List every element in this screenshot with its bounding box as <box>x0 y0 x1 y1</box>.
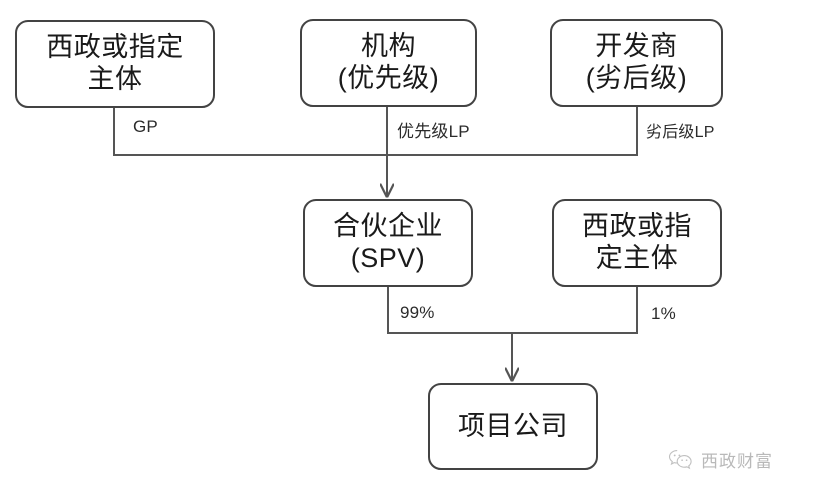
edge-label-senior-lp: 优先级LP <box>397 122 470 141</box>
edge-label-gp: GP <box>133 117 158 136</box>
node-developer[interactable]: 开发商 (劣后级) <box>550 19 723 107</box>
node-label-line1: 合伙企业 <box>333 211 443 242</box>
node-label-line2: 定主体 <box>595 243 679 273</box>
edge-label-one-percent: 1% <box>651 304 676 323</box>
edge-label-junior-lp: 劣后级LP <box>646 124 715 141</box>
wechat-icon <box>668 449 694 471</box>
node-label-line1: 西政或指 <box>582 211 692 242</box>
node-project-company[interactable]: 项目公司 <box>428 383 598 470</box>
node-gp-sponsor[interactable]: 西政或指定 主体 <box>15 20 215 108</box>
node-label-line1: 机构 <box>361 31 416 62</box>
node-spv[interactable]: 合伙企业 (SPV) <box>303 199 473 287</box>
node-label-line2: (优先级) <box>337 63 440 93</box>
edge-label-ninety-nine-percent: 99% <box>400 303 435 322</box>
node-label-line2: 主体 <box>87 64 143 94</box>
node-label-line1: 西政或指定 <box>46 32 184 63</box>
watermark: 西政财富 <box>668 447 773 472</box>
watermark-text: 西政财富 <box>701 452 773 471</box>
node-label-line2: (劣后级) <box>585 63 688 93</box>
node-institution[interactable]: 机构 (优先级) <box>300 19 477 107</box>
node-label-line1: 项目公司 <box>458 410 568 441</box>
node-label-line2: (SPV) <box>350 243 426 273</box>
node-sponsor-2[interactable]: 西政或指 定主体 <box>552 199 722 287</box>
node-label-line1: 开发商 <box>595 31 678 62</box>
